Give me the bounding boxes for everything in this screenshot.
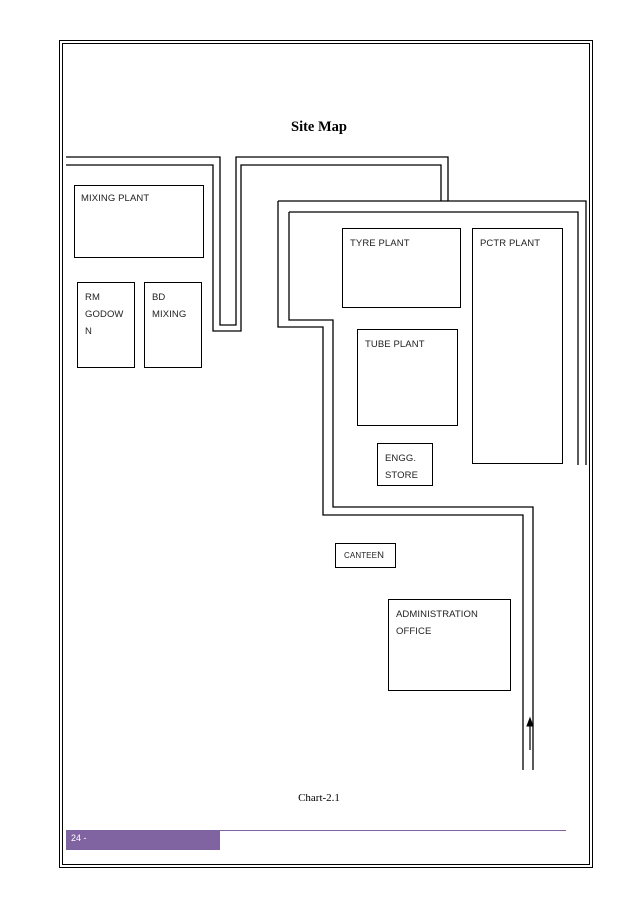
tyre-plant-label: TYRE PLANT <box>350 238 410 249</box>
tube-plant-block: TUBE PLANT <box>357 329 458 426</box>
rm-godown-label: RM GODOW N <box>85 292 124 337</box>
chart-caption: Chart-2.1 <box>298 792 340 804</box>
canteen-label-end: N <box>377 550 385 561</box>
mixing-plant-label: MIXING PLANT <box>81 193 150 204</box>
canteen-block: CANTEEN <box>335 543 396 568</box>
administration-office-block: ADMINISTRATION OFFICE <box>388 599 511 691</box>
road-right-inner-2 <box>288 212 534 770</box>
footer-page-number: 24 - <box>71 833 87 843</box>
engg-store-block: ENGG. STORE <box>377 443 433 486</box>
tyre-plant-block: TYRE PLANT <box>342 228 461 308</box>
pctr-plant-block: PCTR PLANT <box>472 228 563 464</box>
site-map-title: Site Map <box>291 119 347 135</box>
tube-plant-label: TUBE PLANT <box>365 339 425 350</box>
pctr-plant-label: PCTR PLANT <box>480 238 541 249</box>
footer-page-bar <box>66 830 220 850</box>
road-right-inner <box>277 201 524 770</box>
bd-mixing-block: BD MIXING <box>144 282 202 368</box>
administration-office-label: ADMINISTRATION OFFICE <box>396 609 478 637</box>
canteen-label: CANTEEN <box>344 547 384 564</box>
rm-godown-block: RM GODOW N <box>77 282 135 368</box>
page-border <box>59 40 593 868</box>
engg-store-label: ENGG. STORE <box>385 453 419 481</box>
bd-mixing-label: BD MIXING <box>152 292 187 320</box>
canteen-label-small: CANTEE <box>344 551 378 560</box>
road-left-inner <box>66 164 442 332</box>
road-top-right-inner <box>289 211 579 465</box>
road-left-outer <box>66 156 587 465</box>
entrance-arrow-icon <box>526 716 534 750</box>
mixing-plant-block: MIXING PLANT <box>74 185 204 258</box>
footer-rule <box>66 830 566 831</box>
